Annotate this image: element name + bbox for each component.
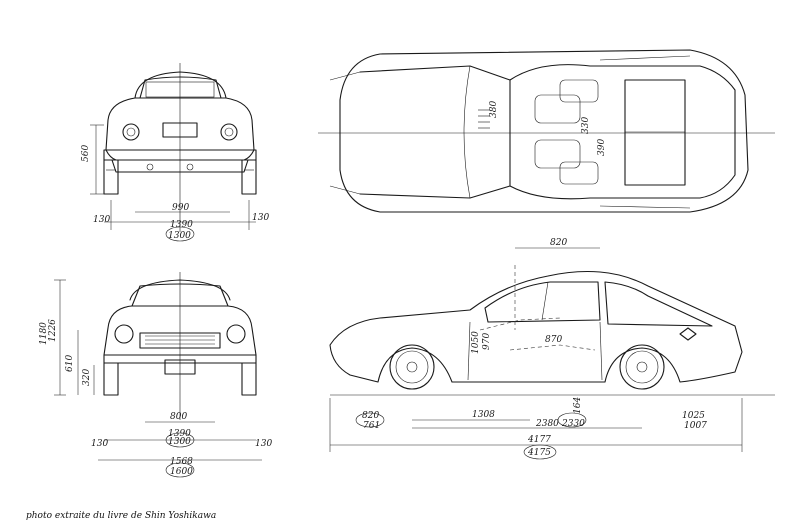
dim-top-seat-a: 380 xyxy=(489,101,499,118)
dim-side-front-oh-circled: 761 xyxy=(363,421,380,431)
dim-top-seat-c: 390 xyxy=(597,139,607,156)
rear-view xyxy=(90,63,257,242)
dim-front-height-b: 1226 xyxy=(48,319,58,342)
dim-rear-width: 1390 xyxy=(170,220,193,230)
photo-caption: photo extraite du livre de Shin Yoshikaw… xyxy=(26,511,217,521)
dim-rear-oh-left: 130 xyxy=(93,215,110,225)
dim-side-cabin-h: 1050 xyxy=(471,331,481,354)
dim-side-wb-a: 2380 xyxy=(535,419,559,429)
dim-front-height: 1180 xyxy=(39,322,49,345)
dim-rear-oh-right: 130 xyxy=(252,213,269,223)
dim-side-top: 820 xyxy=(550,238,567,248)
front-view xyxy=(54,272,262,478)
dim-front-overall: 1568 xyxy=(170,457,193,467)
dim-side-seat: 870 xyxy=(545,335,562,345)
side-view xyxy=(329,247,775,460)
dim-front-oh-left: 130 xyxy=(91,439,108,449)
dim-side-length: 4177 xyxy=(527,435,551,445)
dim-front-h-low: 320 xyxy=(82,369,92,386)
dim-rear-track: 990 xyxy=(172,203,189,213)
top-view xyxy=(318,49,775,213)
dim-top-seat-b: 330 xyxy=(581,117,591,134)
dim-front-overall-circled: 1600 xyxy=(170,467,193,477)
dim-front-width-circled: 1300 xyxy=(168,437,191,447)
dim-front-width: 1390 xyxy=(168,429,191,439)
dim-rear-width-circled: 1300 xyxy=(168,231,191,241)
dim-side-wheelbase: 1308 xyxy=(472,410,495,420)
dim-side-cabin-h2: 970 xyxy=(482,333,492,350)
dim-side-rear-oh-b: 1007 xyxy=(684,421,707,431)
dimension-labels: 990 560 130 130 1390 1300 380 330 390 82… xyxy=(39,101,707,477)
dim-front-track: 800 xyxy=(170,412,187,422)
dim-front-h-mid: 610 xyxy=(65,355,75,372)
dim-front-oh-right: 130 xyxy=(255,439,272,449)
dim-side-rear-oh: 1025 xyxy=(682,411,705,421)
dim-side-front-oh: 820 xyxy=(362,411,379,421)
dim-side-ground: 164 xyxy=(573,397,583,414)
dim-side-wb-b: 2330 xyxy=(561,419,585,429)
dim-side-length-circled: 4175 xyxy=(527,448,551,458)
dim-rear-height: 560 xyxy=(81,145,91,162)
